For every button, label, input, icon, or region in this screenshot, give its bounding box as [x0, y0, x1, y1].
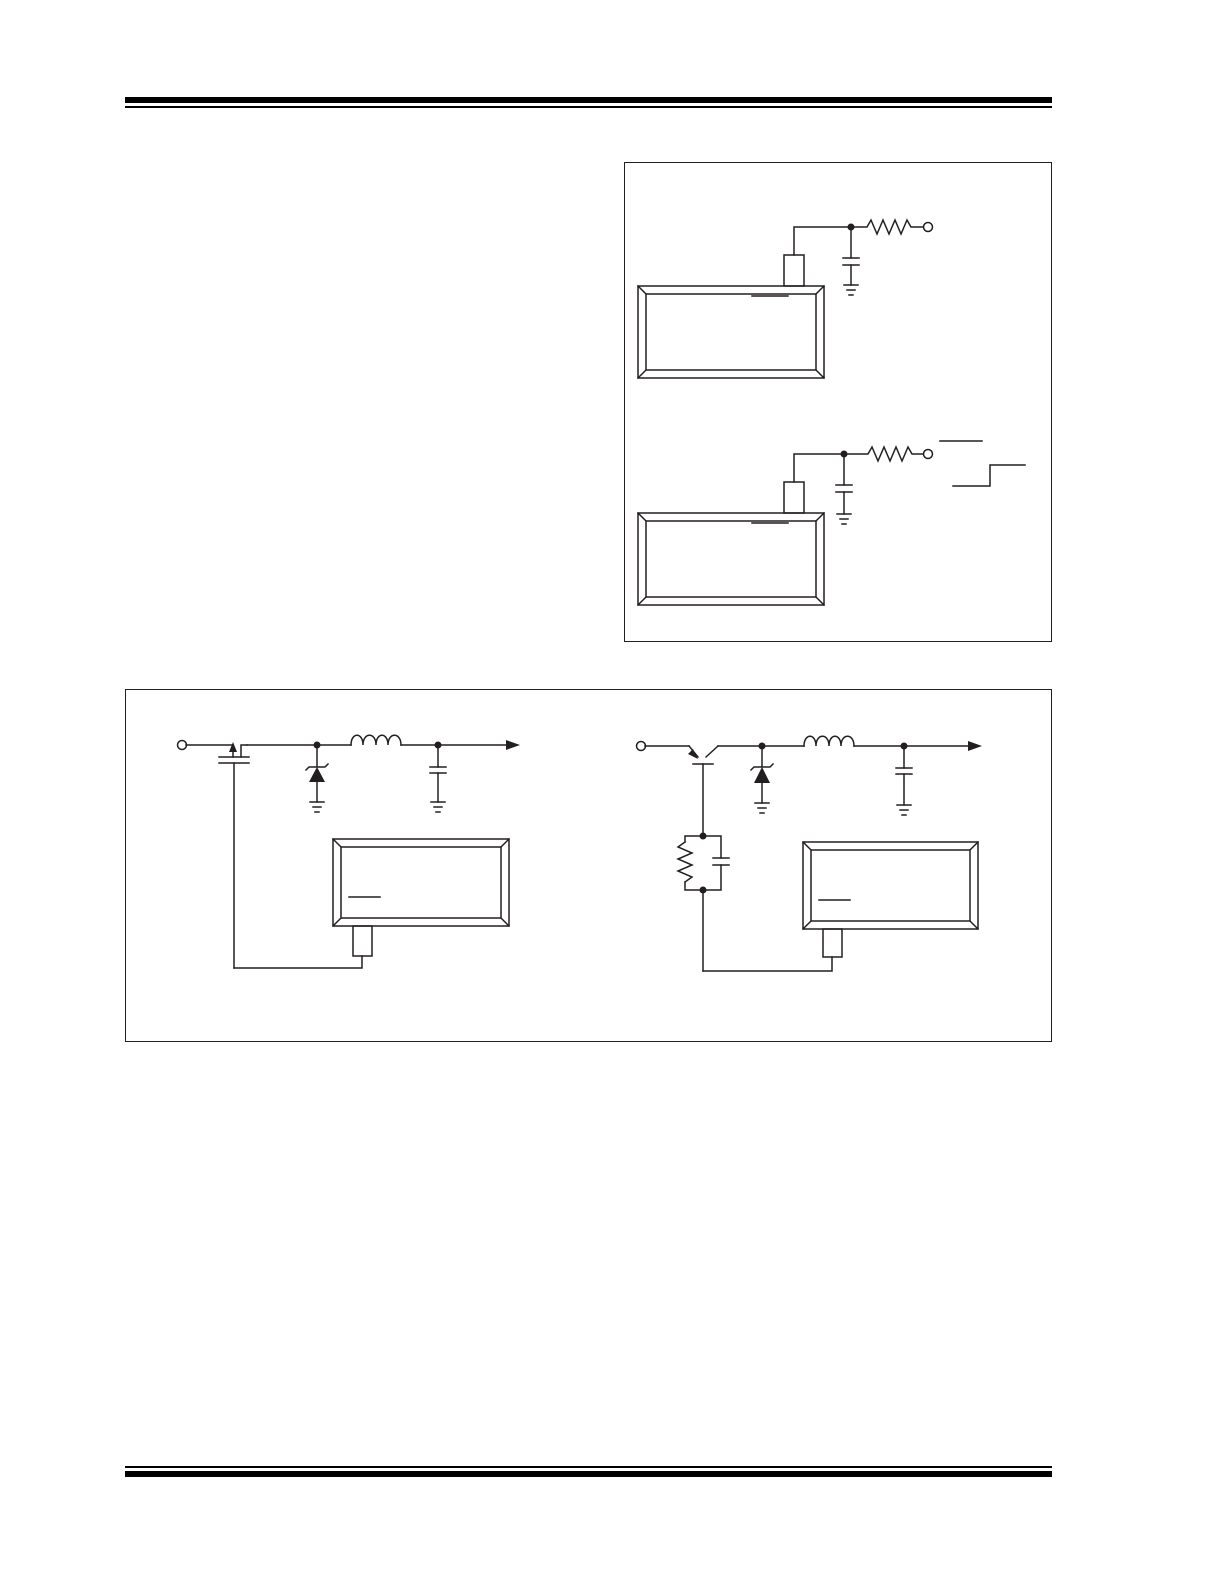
input-terminal [922, 448, 934, 460]
pnp-buck-stage [635, 735, 982, 836]
ic-pin-left [352, 925, 373, 957]
transistor-emitter-arrow-icon [688, 749, 698, 759]
input-terminal [635, 740, 647, 752]
ground-icon [843, 284, 859, 296]
header-rule-thin [125, 106, 1052, 108]
ic-box-bottom [636, 511, 826, 607]
step-waveform [939, 440, 1026, 487]
ic-box-top [636, 284, 826, 380]
rc-filter-top [793, 218, 934, 296]
inductor-symbol [350, 734, 402, 746]
resistor-symbol [843, 445, 925, 463]
ic-box-right [801, 840, 980, 958]
ic-pin-right [822, 928, 843, 958]
figure-input-filter-panel [624, 162, 1052, 642]
rc-filter-bottom [793, 445, 934, 525]
header-rule-thick [125, 97, 1052, 103]
footer-rule-thick [125, 1471, 1052, 1477]
schottky-diode-icon [304, 744, 330, 803]
ic-pin-top [783, 254, 805, 287]
figure-buck-converter-panel [125, 689, 1052, 1042]
pmos-buck-stage [176, 734, 520, 969]
resistor-symbol [850, 218, 925, 236]
mosfet-arrow-icon [229, 742, 237, 752]
ground-icon [430, 801, 446, 813]
rc-network [676, 832, 833, 972]
schottky-diode-icon [749, 745, 775, 804]
ground-icon [836, 513, 852, 525]
resistor-symbol [676, 840, 694, 884]
ground-icon [754, 802, 770, 814]
footer-rule-thin [125, 1466, 1052, 1468]
rising-edge-waveform [952, 464, 1026, 487]
inductor-symbol [803, 735, 855, 747]
ic-box-left [331, 837, 511, 957]
ic-pin-bottom [783, 481, 805, 514]
input-terminal [176, 739, 188, 751]
input-filter-diagram [636, 218, 1026, 607]
buck-converter-diagram [176, 734, 982, 972]
ground-icon [896, 804, 912, 816]
output-arrow-icon [506, 740, 520, 750]
input-terminal [922, 221, 934, 233]
ground-icon [309, 801, 325, 813]
output-arrow-icon [968, 741, 982, 751]
